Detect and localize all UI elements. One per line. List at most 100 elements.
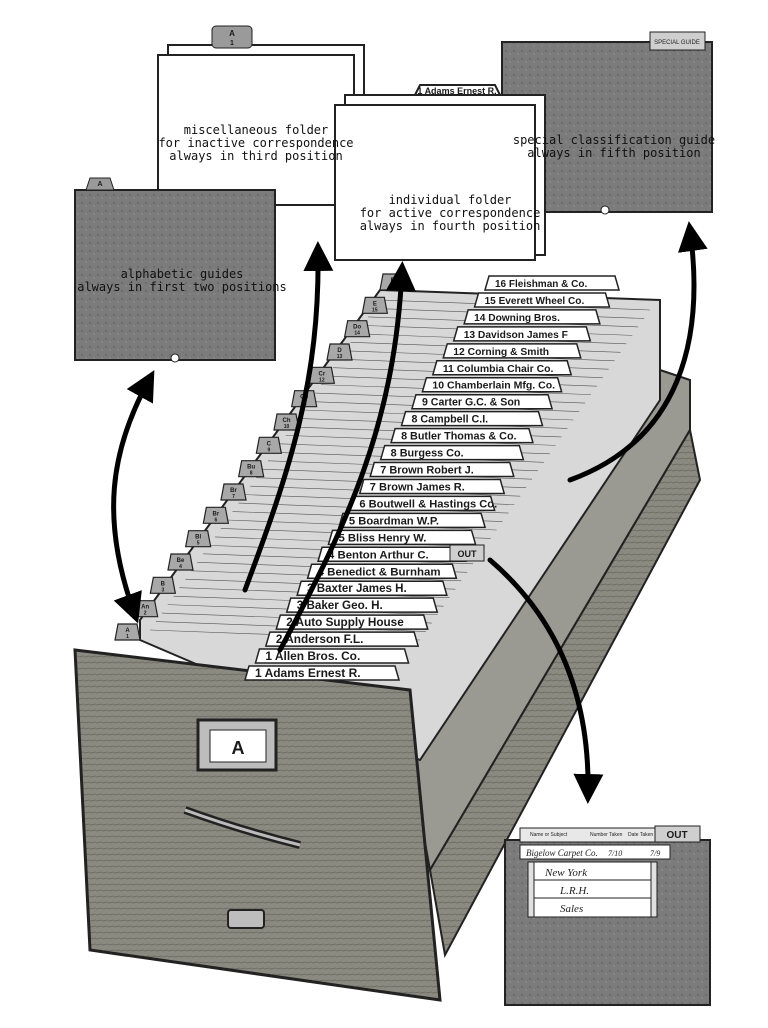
guide-tab-letters: Br <box>212 511 219 517</box>
out-card-header-number: Number Taken <box>590 832 623 838</box>
folder-tab-shape <box>369 461 515 478</box>
out-card-number: 7/10 <box>608 849 622 858</box>
svg-text:SPECIAL GUIDE: SPECIAL GUIDE <box>654 40 700 46</box>
folder-tab[interactable]: 2 Anderson F.L. <box>264 631 420 647</box>
guide-tab-number: 7 <box>232 494 235 500</box>
guide-tab[interactable]: Br7 <box>220 483 247 501</box>
folder-tab[interactable]: 8 Burgess Co. <box>379 444 525 461</box>
folder-tab[interactable]: 8 Campbell C.I. <box>400 410 544 427</box>
guide-tab-number: 6 <box>214 517 217 523</box>
folder-tab-label: 6 Boutwell & Hastings Co. <box>359 498 497 510</box>
folder-tab[interactable]: 14 Downing Bros. <box>463 309 601 325</box>
folder-tabs: 16 Fleishman & Co. 15 Everett Wheel Co. 14… <box>244 275 620 681</box>
folder-tab[interactable]: 8 Butler Thomas & Co. <box>390 427 534 444</box>
folder-tab[interactable]: 5 Boardman W.P. <box>337 512 487 529</box>
folder-tab[interactable]: 9 Carter G.C. & Son <box>410 393 554 410</box>
folder-tab-label: 11 Columbia Chair Co. <box>443 364 554 375</box>
folder-tab-shape <box>431 360 573 376</box>
guide-tab-letters: Be <box>177 558 185 564</box>
folder-tab[interactable]: 15 Everett Wheel Co. <box>473 292 611 308</box>
arrows <box>111 221 708 804</box>
folder-tab[interactable]: 4 Benedict & Burnham <box>306 563 458 580</box>
guide-tab[interactable]: E15 <box>361 296 389 314</box>
folder-tab-shape <box>264 631 420 647</box>
folder-tab[interactable]: 2 Auto Supply House <box>275 614 429 630</box>
folder-tab-shape <box>390 427 534 444</box>
misc-folder-tab-number: 1 <box>230 40 234 47</box>
folder-tab-label: 13 Davidson James F <box>464 330 568 341</box>
guide-tab-number: 8 <box>250 471 253 477</box>
folder-tab[interactable]: 13 Davidson James F <box>452 326 592 342</box>
folder-tab[interactable]: 1 Allen Bros. Co. <box>254 648 410 664</box>
folder-tab[interactable]: 10 Chamberlain Mfg. Co. <box>421 376 563 393</box>
guide-tab[interactable]: A1 <box>114 623 141 641</box>
folder-tab[interactable]: 5 Bliss Henry W. <box>327 529 477 546</box>
out-card-name: Bigelow Carpet Co. <box>526 848 598 858</box>
guide-tab-number: 9 <box>267 447 270 453</box>
folder-tab-label: 15 Everett Wheel Co. <box>485 296 585 307</box>
guide-tab-number: 13 <box>337 354 343 360</box>
folder-tab-label: 2 Auto Supply House <box>286 616 404 629</box>
guide-tab-number: 3 <box>161 587 164 593</box>
guide-tab-shape <box>326 343 353 361</box>
folder-tab[interactable]: 7 Brown Robert J. <box>369 461 515 478</box>
guide-tab[interactable]: Bl5 <box>184 530 212 548</box>
arrow-miscellaneous <box>242 241 334 593</box>
out-card-taken-by: L.R.H. <box>559 885 589 897</box>
guide-tab[interactable]: C9 <box>255 436 283 454</box>
folder-tab-label: 8 Burgess Co. <box>391 448 464 460</box>
guide-tab-letters: D <box>337 348 342 354</box>
arrow-individual <box>277 261 416 653</box>
folder-tab-shape <box>296 580 448 596</box>
guide-tab-shape <box>167 553 194 571</box>
folder-tab[interactable]: 1 Adams Ernest R. <box>244 665 400 681</box>
guide-tab-number: 5 <box>197 541 200 547</box>
folder-tab-shape <box>285 597 439 613</box>
guide-tab-number: 16 <box>390 284 396 290</box>
alphabetic-guide: A <box>74 177 276 363</box>
folder-tab[interactable]: 11 Columbia Chair Co. <box>431 360 573 376</box>
miscellaneous-folder: A 1 <box>157 25 365 206</box>
guide-tab[interactable]: Bu8 <box>237 460 265 478</box>
individual-folder: 1 Adams Ernest R. <box>334 84 546 261</box>
guide-tab[interactable]: Be4 <box>167 553 194 571</box>
folder-tab[interactable]: 4 Benton Arthur C. <box>317 546 467 563</box>
guide-tab-shape <box>255 436 283 454</box>
folder-tab-shape <box>379 444 525 461</box>
guide-tab[interactable]: B3 <box>149 576 177 594</box>
folder-tab[interactable]: 3 Baxter James H. <box>296 580 448 596</box>
folder-tab-label: 4 Benedict & Burnham <box>318 566 441 578</box>
drawer-label: A <box>232 738 245 758</box>
folder-tab-shape <box>442 343 582 359</box>
folder-tab-label: 7 Brown Robert J. <box>380 465 474 477</box>
folder-tab-shape <box>400 410 544 427</box>
folder-tab[interactable]: 7 Brown James R. <box>358 478 506 495</box>
guide-tab-number: 14 <box>354 331 360 337</box>
folder-tab[interactable]: 12 Corning & Smith <box>442 343 582 359</box>
folder-tab-label: 9 Carter G.C. & Son <box>422 397 520 409</box>
folder-tab[interactable]: 3 Baker Geo. H. <box>285 597 439 613</box>
out-card-address: New York <box>544 867 588 879</box>
folder-tab-shape <box>410 393 554 410</box>
folder-tab-label: 2 Anderson F.L. <box>276 632 364 646</box>
guide-tab-shape <box>343 320 371 338</box>
folder-tab-shape <box>337 512 487 529</box>
folder-tab-shape <box>275 614 429 630</box>
guide-tab-shape <box>273 413 300 431</box>
guide-tab[interactable]: Br6 <box>202 506 230 524</box>
folder-tab-label: 3 Baxter James H. <box>307 583 407 595</box>
guide-tab-letters: Ch <box>283 418 291 424</box>
folder-tab-shape <box>421 376 563 393</box>
svg-text:A: A <box>97 181 102 188</box>
guide-tab[interactable]: D13 <box>326 343 353 361</box>
folder-tab[interactable]: 16 Fleishman & Co. <box>484 275 620 291</box>
guide-tab-letters: E <box>373 301 377 307</box>
guide-tab-number: 2 <box>144 611 147 617</box>
folder-tab-shape <box>254 648 410 664</box>
out-card-tab: OUT <box>666 830 687 841</box>
folder-tab[interactable]: 6 Boutwell & Hastings Co. <box>348 495 497 512</box>
